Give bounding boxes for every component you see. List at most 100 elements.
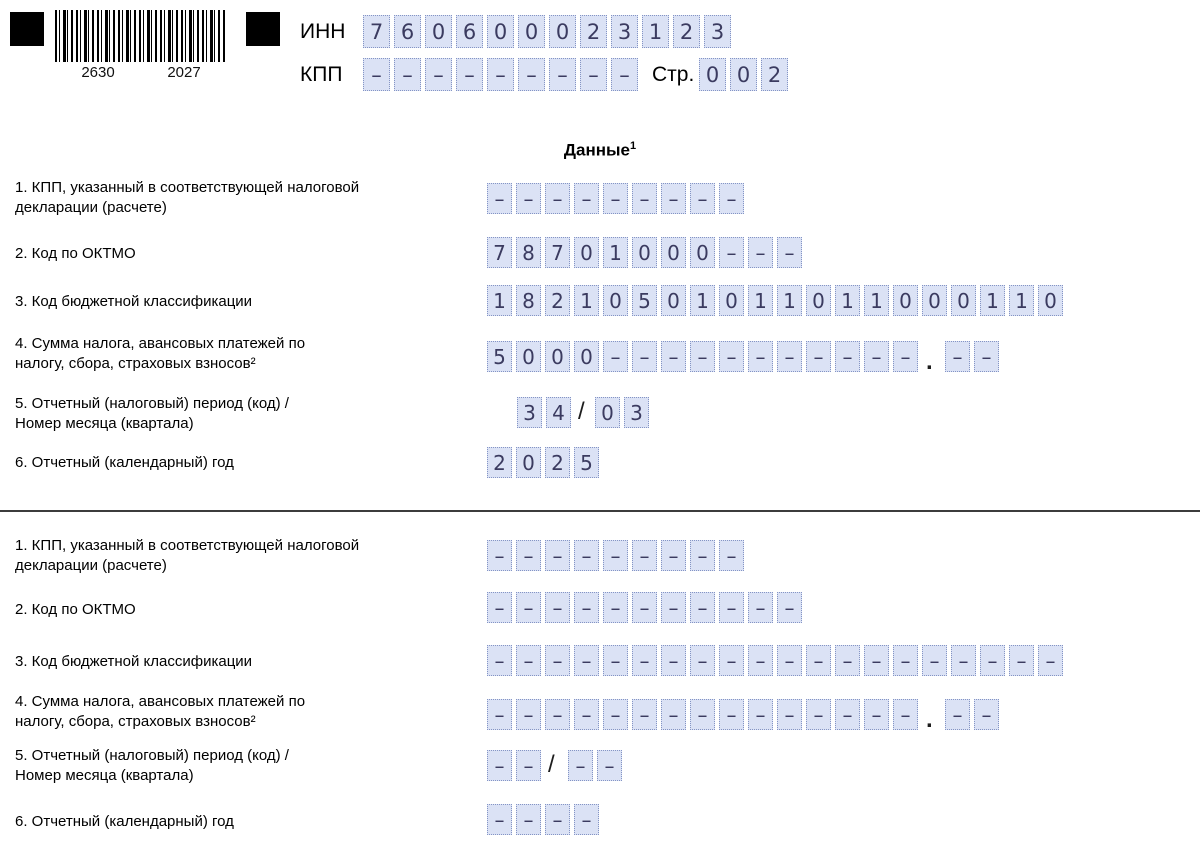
form-cell[interactable]: 1 [748, 285, 773, 316]
form-cell[interactable]: – [632, 540, 657, 571]
field-year-2[interactable]: –––– [487, 804, 599, 835]
form-cell[interactable]: – [690, 699, 715, 730]
form-cell[interactable]: 0 [719, 285, 744, 316]
form-cell[interactable]: – [568, 750, 593, 781]
form-cell[interactable]: 8 [516, 237, 541, 268]
form-cell[interactable]: – [777, 699, 802, 730]
form-cell[interactable]: – [632, 183, 657, 214]
field-kpp-declaration-1[interactable]: ––––––––– [487, 183, 744, 214]
form-cell[interactable]: – [748, 592, 773, 623]
form-cell[interactable]: – [661, 183, 686, 214]
form-cell[interactable]: 2 [487, 447, 512, 478]
form-cell[interactable]: – [748, 341, 773, 372]
field-kpp-declaration-2[interactable]: ––––––––– [487, 540, 744, 571]
form-cell[interactable]: – [580, 58, 607, 91]
form-cell[interactable]: 0 [574, 341, 599, 372]
form-cell[interactable]: – [603, 592, 628, 623]
form-cell[interactable]: 0 [806, 285, 831, 316]
form-cell[interactable]: – [835, 341, 860, 372]
form-cell[interactable]: 2 [545, 285, 570, 316]
form-cell[interactable]: 6 [394, 15, 421, 48]
form-cell[interactable]: 0 [545, 341, 570, 372]
form-cell[interactable]: – [487, 645, 512, 676]
form-cell[interactable]: – [893, 645, 918, 676]
form-cell[interactable]: – [632, 645, 657, 676]
form-cell[interactable]: – [487, 804, 512, 835]
form-cell[interactable]: 3 [517, 397, 542, 428]
form-cell[interactable]: – [980, 645, 1005, 676]
form-cell[interactable]: – [545, 699, 570, 730]
form-cell[interactable]: 1 [642, 15, 669, 48]
form-cell[interactable]: – [719, 645, 744, 676]
form-cell[interactable]: 3 [611, 15, 638, 48]
form-cell[interactable]: – [549, 58, 576, 91]
form-cell[interactable]: 5 [632, 285, 657, 316]
form-cell[interactable]: 1 [864, 285, 889, 316]
form-cell[interactable]: 1 [487, 285, 512, 316]
form-cell[interactable]: – [748, 699, 773, 730]
form-cell[interactable]: 2 [580, 15, 607, 48]
form-cell[interactable]: 1 [777, 285, 802, 316]
form-cell[interactable]: 4 [546, 397, 571, 428]
form-cell[interactable]: – [690, 592, 715, 623]
form-cell[interactable]: 0 [730, 58, 757, 91]
form-cell[interactable]: 5 [487, 341, 512, 372]
form-cell[interactable]: – [661, 592, 686, 623]
form-cell[interactable]: – [545, 540, 570, 571]
form-cell[interactable]: – [945, 341, 970, 372]
form-cell[interactable]: 2 [545, 447, 570, 478]
form-cell[interactable]: – [516, 183, 541, 214]
form-cell[interactable]: 3 [624, 397, 649, 428]
form-cell[interactable]: – [719, 183, 744, 214]
form-cell[interactable]: – [806, 341, 831, 372]
form-cell[interactable]: – [456, 58, 483, 91]
field-kbk-2[interactable]: –––––––––––––––––––– [487, 645, 1063, 676]
form-cell[interactable]: 1 [574, 285, 599, 316]
form-cell[interactable]: 2 [761, 58, 788, 91]
form-cell[interactable]: – [806, 645, 831, 676]
form-cell[interactable]: 7 [545, 237, 570, 268]
form-cell[interactable]: – [574, 540, 599, 571]
form-cell[interactable]: – [690, 183, 715, 214]
form-cell[interactable]: – [748, 237, 773, 268]
form-cell[interactable]: – [661, 341, 686, 372]
form-cell[interactable]: – [719, 540, 744, 571]
form-cell[interactable]: 1 [603, 237, 628, 268]
form-cell[interactable]: 8 [516, 285, 541, 316]
form-cell[interactable]: – [574, 183, 599, 214]
form-cell[interactable]: – [864, 645, 889, 676]
form-cell[interactable]: – [806, 699, 831, 730]
form-cell[interactable]: – [574, 699, 599, 730]
form-cell[interactable]: – [603, 341, 628, 372]
form-cell[interactable]: – [1009, 645, 1034, 676]
form-cell[interactable]: – [974, 699, 999, 730]
form-cell[interactable]: – [893, 699, 918, 730]
form-cell[interactable]: 1 [980, 285, 1005, 316]
form-cell[interactable]: 5 [574, 447, 599, 478]
field-oktmo-2[interactable]: ––––––––––– [487, 592, 802, 623]
form-cell[interactable]: – [661, 540, 686, 571]
form-cell[interactable]: – [719, 237, 744, 268]
form-cell[interactable]: – [394, 58, 421, 91]
form-cell[interactable]: – [603, 540, 628, 571]
form-cell[interactable]: – [974, 341, 999, 372]
form-cell[interactable]: – [864, 341, 889, 372]
form-cell[interactable]: 0 [893, 285, 918, 316]
form-cell[interactable]: – [864, 699, 889, 730]
form-cell[interactable]: – [748, 645, 773, 676]
form-cell[interactable]: 0 [661, 237, 686, 268]
form-cell[interactable]: – [945, 699, 970, 730]
form-cell[interactable]: – [922, 645, 947, 676]
form-cell[interactable]: – [835, 645, 860, 676]
form-cell[interactable]: 0 [487, 15, 514, 48]
form-cell[interactable]: – [632, 699, 657, 730]
form-cell[interactable]: – [487, 540, 512, 571]
form-cell[interactable]: – [516, 699, 541, 730]
form-cell[interactable]: – [516, 540, 541, 571]
form-cell[interactable]: – [777, 645, 802, 676]
form-cell[interactable]: – [425, 58, 452, 91]
form-cell[interactable]: 0 [518, 15, 545, 48]
form-cell[interactable]: 0 [690, 237, 715, 268]
form-cell[interactable]: – [516, 804, 541, 835]
